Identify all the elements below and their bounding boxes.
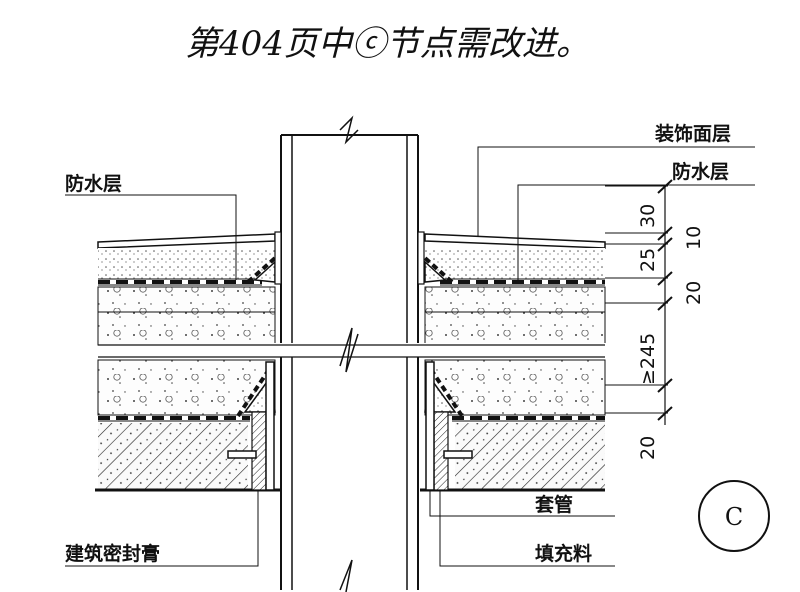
dim-20-top: 20 (683, 281, 705, 305)
leader-lines (65, 146, 755, 567)
label-waterproof-right: 防水层 (672, 160, 729, 183)
detail-marker-id: C (725, 503, 743, 531)
pipe (98, 115, 610, 592)
dim-30: 30 (637, 204, 659, 228)
left-slab (95, 233, 280, 492)
dimension-chain (605, 179, 673, 425)
label-decor-layer: 装饰面层 (654, 122, 731, 145)
dim-245: ≥245 (637, 333, 659, 385)
label-waterproof-left: 防水层 (65, 172, 122, 195)
dim-25: 25 (637, 248, 659, 272)
label-sealant: 建筑密封膏 (65, 542, 160, 565)
right-slab (420, 233, 606, 492)
label-filler: 填充料 (535, 542, 592, 565)
detail-marker-circle (698, 480, 770, 552)
dim-20-bottom: 20 (637, 436, 659, 460)
dim-10: 10 (683, 226, 705, 250)
label-sleeve: 套管 (534, 493, 573, 516)
handwritten-note: 第404页中ⓒ节点需改进。 (185, 24, 590, 64)
